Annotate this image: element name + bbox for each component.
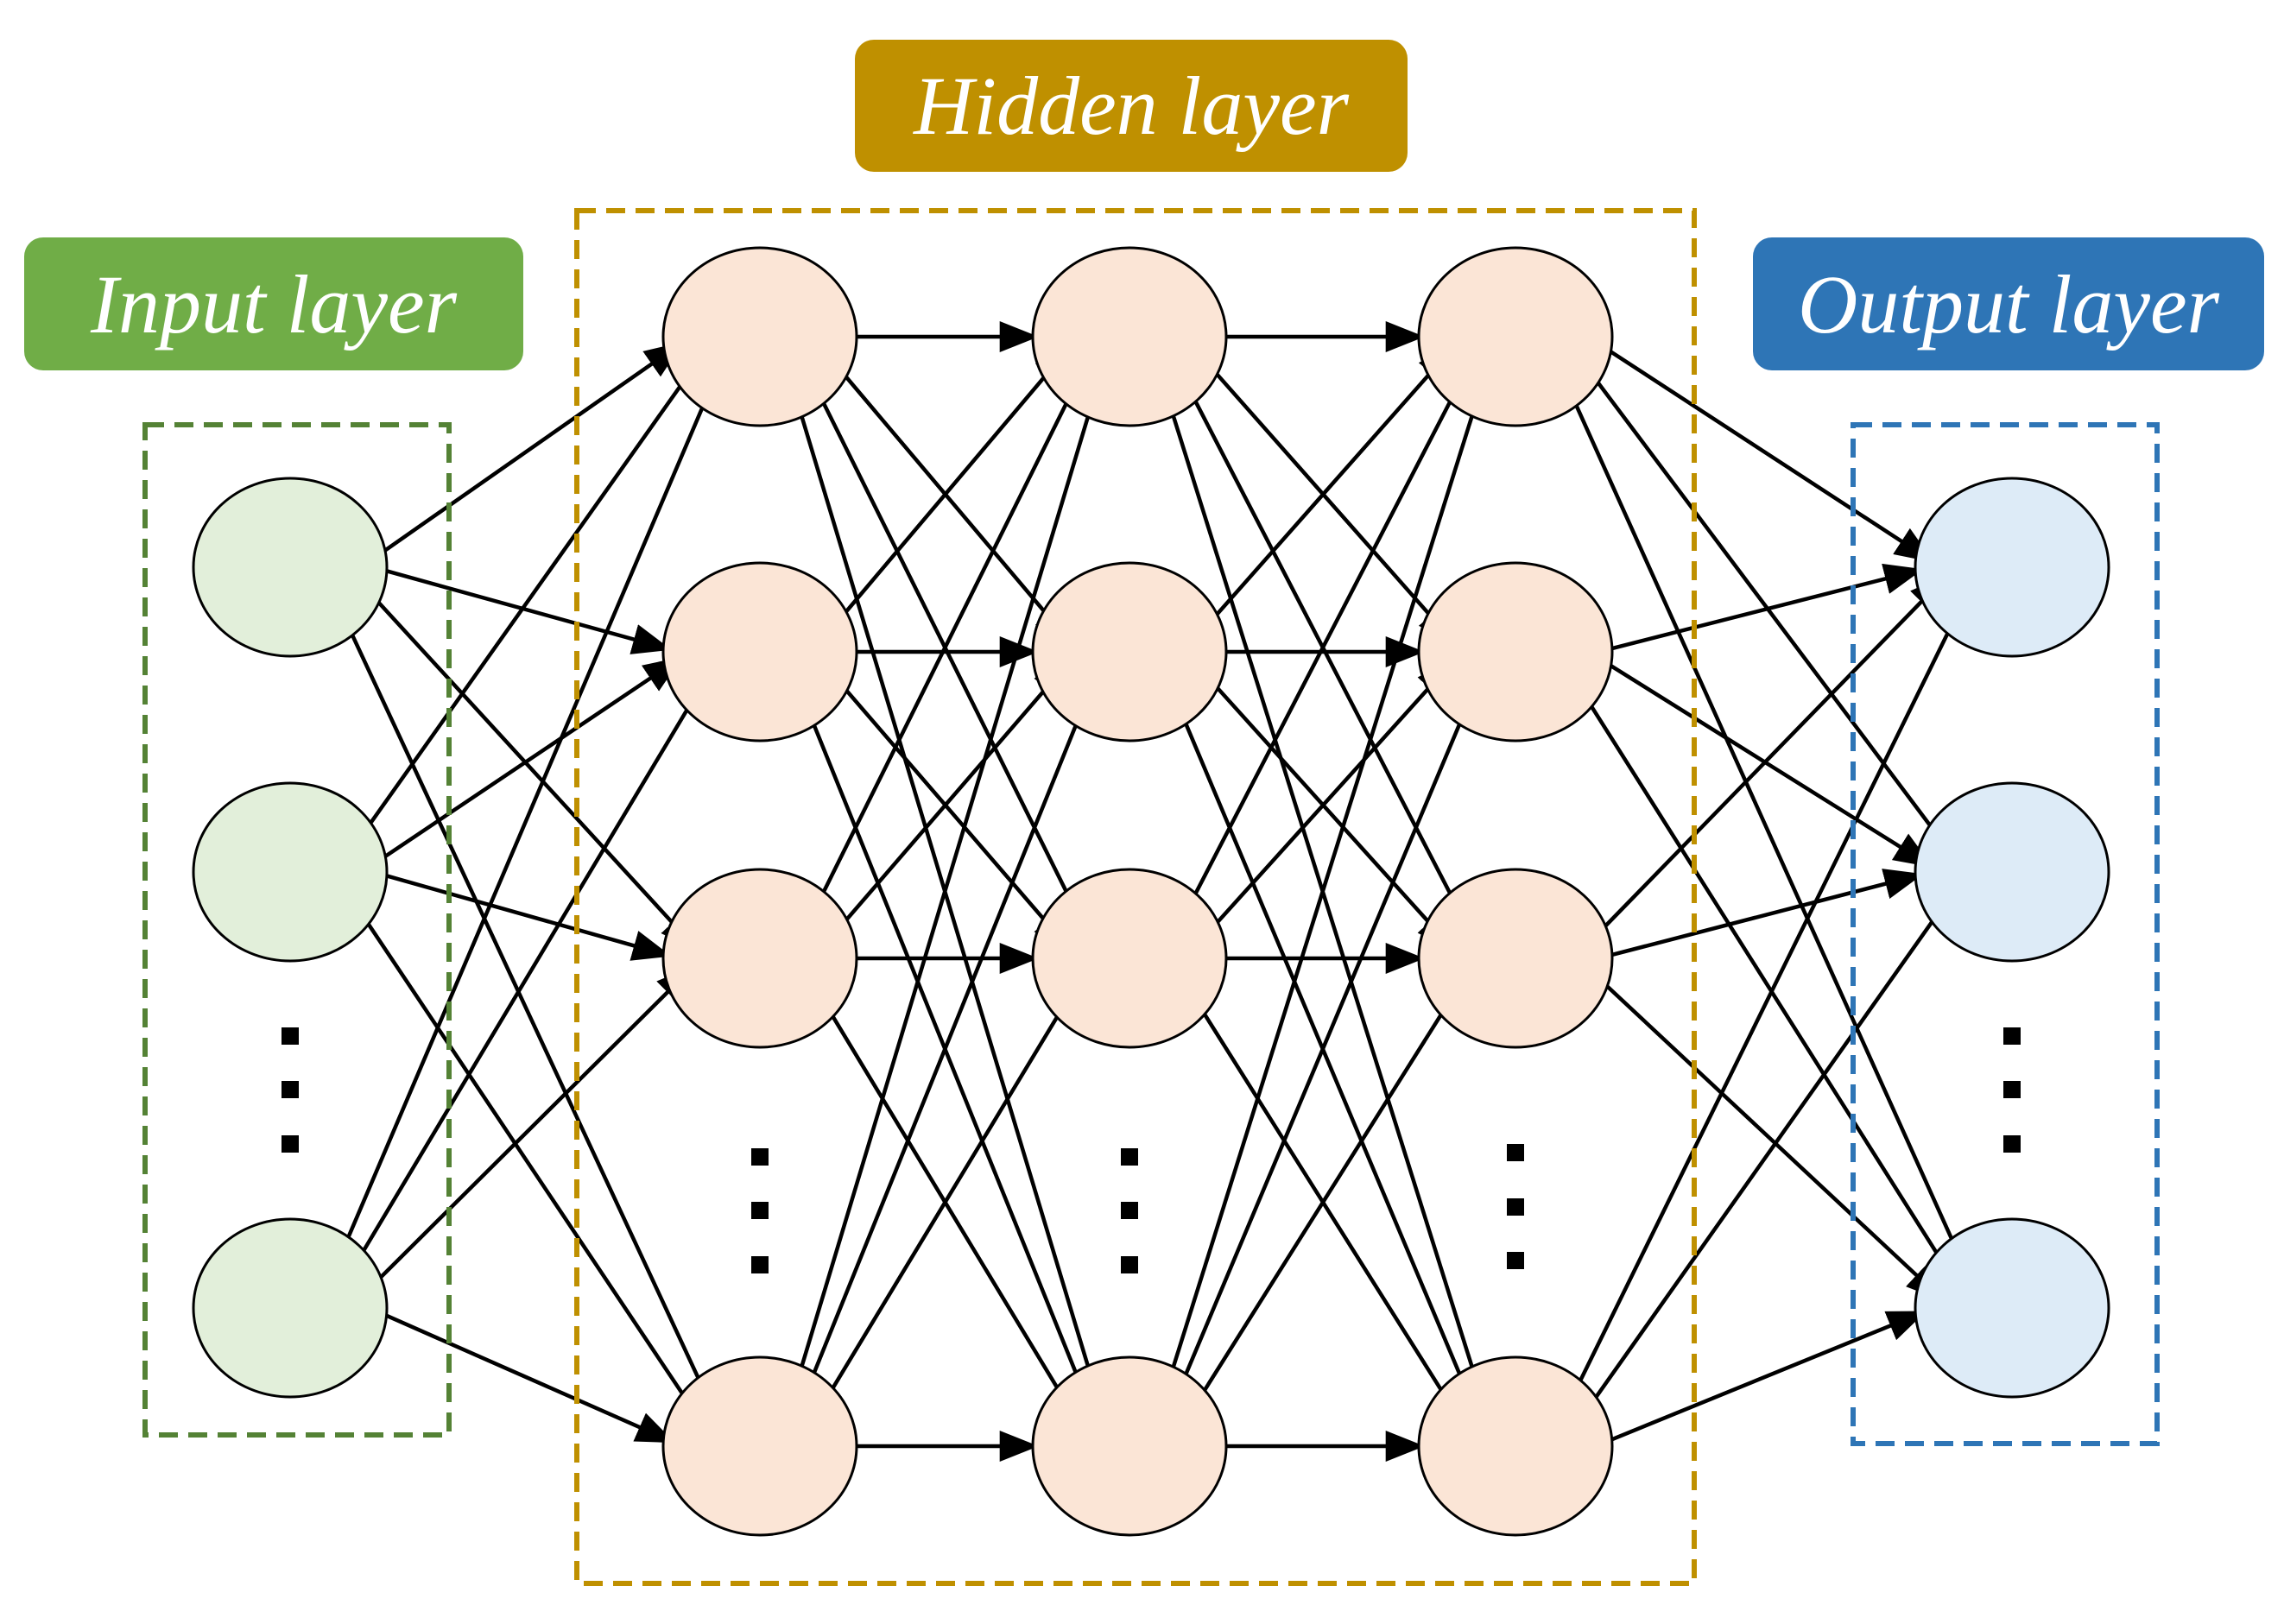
edge-l0-n1-to-l1-n1 [371, 656, 683, 867]
neuron-l2-n3 [1031, 1355, 1228, 1537]
edge-l0-n0-to-l1-n3 [325, 578, 726, 1438]
edge-l3-n2-to-l4-n2 [1585, 965, 1946, 1302]
neuron-l2-n0 [1031, 246, 1228, 427]
edge-l0-n0-to-l1-n1 [383, 568, 672, 654]
neuron-nodes [192, 246, 2110, 1537]
neuron-l0-n0 [192, 477, 389, 658]
ellipsis-dot-l4-0 [2003, 1027, 2021, 1045]
edge-l0-n1-to-l1-n3 [339, 882, 712, 1438]
edge-l3-n3-to-l4-n1 [1567, 880, 1962, 1437]
edge-l3-n0-to-l4-n1 [1570, 346, 1959, 865]
edge-l0-n2-to-l1-n2 [357, 964, 695, 1300]
ellipsis-dot-l3-2 [1507, 1252, 1524, 1269]
ellipsis-dot-l2-1 [1121, 1202, 1138, 1219]
output-layer-box [1851, 422, 2160, 1446]
ellipsis-dot-l1-0 [751, 1148, 769, 1166]
edge-l1-n2-to-l2-n0 [794, 345, 1096, 947]
edge-l0-n2-to-l1-n0 [321, 345, 730, 1297]
ellipsis-dot-l3-0 [1507, 1144, 1524, 1161]
ellipsis-dot-l3-1 [1507, 1198, 1524, 1216]
edge-l1-n3-to-l2-n1 [788, 660, 1103, 1435]
neuron-l0-n2 [192, 1217, 389, 1399]
ellipsis-dot-l0-0 [282, 1027, 299, 1045]
edge-l2-n3-to-l3-n1 [1159, 660, 1487, 1435]
edge-l0-n2-to-l1-n3 [379, 1311, 675, 1444]
edge-l1-n2-to-l2-n1 [820, 659, 1072, 950]
edge-l3-n2-to-l4-n0 [1581, 573, 1949, 951]
edge-l1-n3-to-l2-n0 [780, 345, 1113, 1434]
input-layer-box [142, 422, 452, 1438]
input-layer-label: Input layer [24, 237, 523, 370]
neuron-l1-n3 [661, 1355, 858, 1537]
edge-l3-n0-to-l4-n0 [1597, 342, 1934, 563]
ellipsis-dot-l0-1 [282, 1081, 299, 1098]
edge-l2-n1-to-l3-n0 [1191, 344, 1457, 643]
neuron-l3-n1 [1417, 561, 1614, 742]
ellipsis-dot-l1-2 [751, 1256, 769, 1273]
edge-l2-n3-to-l3-n2 [1174, 966, 1471, 1436]
layer-boxes [142, 208, 2160, 1586]
neuron-l2-n1 [1031, 561, 1228, 742]
edge-l3-n3-to-l4-n2 [1605, 1311, 1927, 1444]
neuron-l4-n2 [1914, 1217, 2110, 1399]
edge-l2-n2-to-l3-n1 [1192, 659, 1456, 951]
neuron-l3-n2 [1417, 868, 1614, 1049]
edge-l0-n0-to-l1-n0 [370, 341, 684, 562]
edge-l3-n1-to-l4-n0 [1609, 563, 1924, 651]
edge-l2-n3-to-l3-n0 [1150, 345, 1497, 1434]
neuron-l3-n0 [1417, 246, 1614, 427]
edge-l0-n1-to-l1-n0 [342, 344, 710, 863]
ellipsis-dot-l4-2 [2003, 1135, 2021, 1153]
edge-l0-n1-to-l1-n2 [383, 873, 672, 961]
connection-edges [321, 321, 1979, 1462]
edge-l3-n3-to-l4-n0 [1552, 576, 1977, 1435]
edge-l3-n1-to-l4-n2 [1562, 662, 1967, 1300]
ellipsis-dots [282, 1027, 2021, 1273]
hidden-layer-label: Hidden layer [855, 40, 1408, 172]
ellipsis-dot-l0-2 [282, 1135, 299, 1153]
edge-l3-n2-to-l4-n1 [1609, 869, 1924, 957]
ellipsis-dot-l2-0 [1121, 1148, 1138, 1166]
neuron-l3-n3 [1417, 1355, 1614, 1537]
ellipsis-dot-l4-1 [2003, 1081, 2021, 1098]
edge-l0-n2-to-l1-n1 [334, 660, 717, 1298]
neuron-l1-n2 [661, 868, 858, 1049]
output-layer-label: Output layer [1753, 237, 2264, 370]
edge-l1-n3-to-l2-n2 [803, 966, 1088, 1436]
neuron-l1-n0 [661, 246, 858, 427]
edge-l1-n1-to-l2-n0 [819, 344, 1072, 643]
ellipsis-dot-l1-1 [751, 1202, 769, 1219]
edge-l2-n2-to-l3-n0 [1167, 345, 1479, 947]
neuron-l0-n1 [192, 781, 389, 963]
neuron-l2-n2 [1031, 868, 1228, 1049]
hidden-layer-box [574, 208, 1697, 1586]
neuron-l4-n0 [1914, 477, 2110, 658]
ellipsis-dot-l2-2 [1121, 1256, 1138, 1273]
neuron-l1-n1 [661, 561, 858, 742]
edge-l3-n0-to-l4-n2 [1549, 348, 1979, 1299]
neuron-l4-n1 [1914, 781, 2110, 963]
